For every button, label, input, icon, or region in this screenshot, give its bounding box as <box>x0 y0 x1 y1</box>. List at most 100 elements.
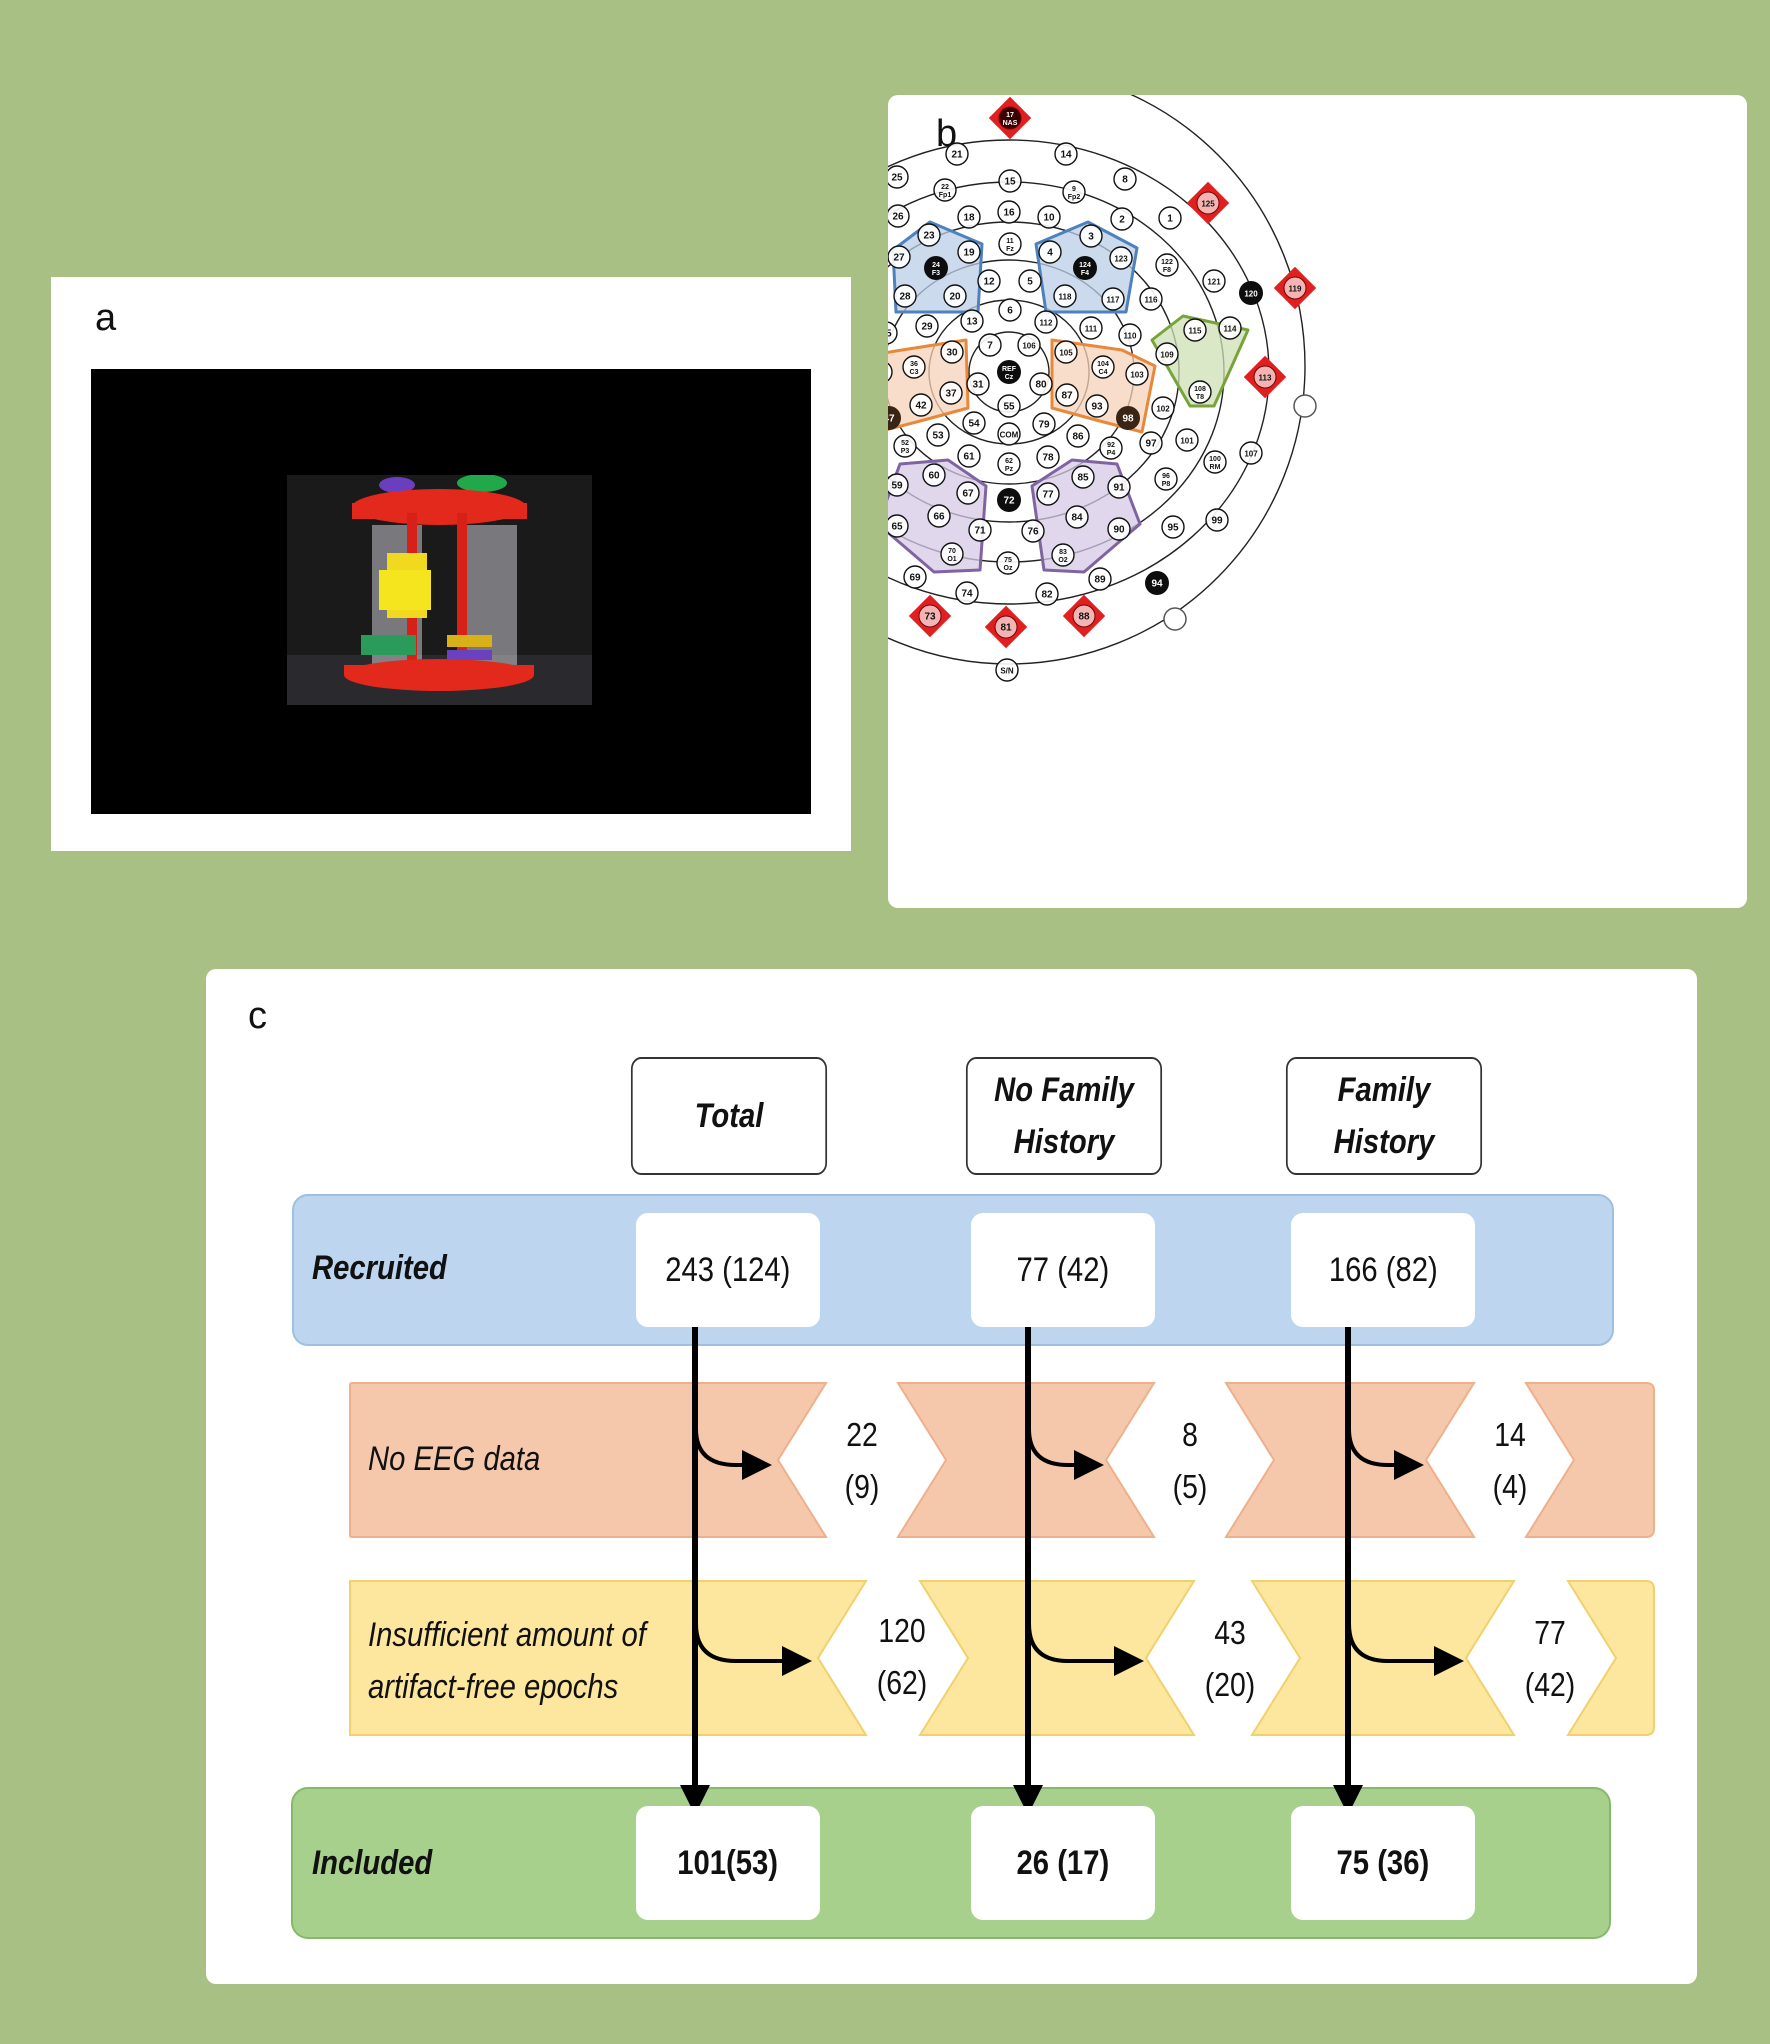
electrode-61: 61 <box>957 444 981 468</box>
electrode-number: 23 <box>923 231 935 242</box>
electrode-dot <box>1054 142 1078 166</box>
electrode-number: 47 <box>888 414 895 425</box>
electrode-dot <box>933 178 957 202</box>
electrode-dot <box>1110 207 1134 231</box>
electrode-number: 11 <box>1006 238 1014 245</box>
electrode-dot <box>1055 383 1079 407</box>
electrode-number: 90 <box>1113 525 1125 536</box>
electrode-65: 65 <box>888 514 909 538</box>
electrode-number: 117 <box>1107 296 1120 305</box>
electrode-8: 8 <box>1113 167 1137 191</box>
electrode-dot <box>1034 310 1058 334</box>
electrode-number: 25 <box>891 173 903 184</box>
electrode-54: 54 <box>962 411 986 435</box>
electrode-number: 110 <box>1124 332 1137 341</box>
electrode-dot <box>957 444 981 468</box>
electrode-18: 18 <box>957 205 981 229</box>
electrode-dot <box>1021 519 1045 543</box>
stimulus-toy-image <box>287 474 592 705</box>
electrode-101: 101 <box>1175 428 1199 452</box>
electrode-number: 91 <box>1113 483 1125 494</box>
electrode-dot <box>1071 465 1095 489</box>
electrode-number: 35 <box>888 329 892 340</box>
electrode-41: 41 <box>888 362 893 382</box>
electrode-dot <box>968 518 992 542</box>
electrode-dot <box>1017 333 1041 357</box>
electrode-site: C4 <box>1099 369 1108 376</box>
electrode-number: 6 <box>1007 306 1013 317</box>
electrode-dot <box>1116 406 1140 430</box>
electrode-number: 26 <box>892 212 904 223</box>
electrode-number: 16 <box>1003 208 1015 219</box>
electrode-dot <box>994 615 1018 639</box>
electrode-dot <box>1183 318 1207 342</box>
electrode-97: 97 <box>1139 431 1163 455</box>
insufficient-total-n: 120 <box>878 1612 926 1649</box>
panel-c: c Total No Family History Family History… <box>206 969 1697 1984</box>
electrode-81: 81 <box>984 605 1028 649</box>
electrode-number: 17 <box>1006 112 1014 119</box>
insufficient-label: Insufficient amount of artifact-free epo… <box>368 1609 646 1713</box>
electrode-15: 15 <box>998 169 1022 193</box>
electrode-site: O1 <box>947 556 956 563</box>
electrode-site: Oz <box>1004 565 1013 572</box>
electrode-59: 59 <box>888 473 909 497</box>
electrode-dot <box>1253 365 1277 389</box>
electrode-number: REF <box>1002 366 1017 373</box>
electrode-109: 109 <box>1155 342 1179 366</box>
electrode-10: 10 <box>1037 205 1061 229</box>
electrode-dot <box>962 411 986 435</box>
electrode-number: 69 <box>909 573 921 584</box>
electrode-number: 3 <box>1088 232 1094 243</box>
reference-marker <box>1163 607 1187 631</box>
insufficient-nfh-n: 43 <box>1214 1614 1246 1651</box>
electrode-111: 111 <box>1079 316 1103 340</box>
electrode-125: 125 <box>1186 181 1230 225</box>
electrode-number: 22 <box>941 184 949 191</box>
electrode-number: 122 <box>1161 259 1173 266</box>
included-total-cell: 101(53) <box>636 1806 820 1920</box>
electrode-27: 27 <box>888 245 911 269</box>
no-eeg-total-value: 22 (9) <box>810 1409 913 1513</box>
electrode-98: 98 <box>1116 406 1140 430</box>
electrode-site: Fp1 <box>939 192 952 199</box>
electrode-number: 76 <box>1027 527 1039 538</box>
electrode-dot <box>1073 256 1097 280</box>
electrode-107: 107 <box>1239 441 1263 465</box>
electrode-number: 80 <box>1035 380 1047 391</box>
electrode-number: 42 <box>915 401 927 412</box>
electrode-number: 71 <box>974 526 986 537</box>
electrode-number: 81 <box>1000 623 1012 634</box>
electrode-number: 77 <box>1042 490 1054 501</box>
electrode-number: 14 <box>1060 150 1072 161</box>
electrode-69: 69 <box>903 565 927 589</box>
electrode-dot <box>1158 206 1182 230</box>
electrode-30: 30 <box>940 340 964 364</box>
electrode-number: 96 <box>1162 473 1170 480</box>
electrode-number: 53 <box>932 431 944 442</box>
electrode-number: 88 <box>1078 612 1090 623</box>
electrode-123: 123 <box>1109 246 1133 270</box>
electrode-dot <box>1037 205 1061 229</box>
electrode-5: 5 <box>1018 269 1042 293</box>
electrode-number: 36 <box>910 361 918 368</box>
electrode-dot <box>1072 604 1096 628</box>
electrode-dot <box>1018 269 1042 293</box>
electrode-dot <box>1091 355 1115 379</box>
header-fh-line-2: History <box>1333 1123 1435 1161</box>
recruited-fh-cell: 166 (82) <box>1291 1213 1475 1327</box>
electrode-dot <box>977 269 1001 293</box>
electrode-dot <box>1085 394 1109 418</box>
electrode-dot <box>1145 571 1169 595</box>
electrode-number: 85 <box>1077 473 1089 484</box>
electrode-number: 102 <box>1156 405 1170 414</box>
electrode-number: 103 <box>1130 371 1144 380</box>
included-label: Included <box>312 1844 433 1882</box>
electrode-106: 106 <box>1017 333 1041 357</box>
